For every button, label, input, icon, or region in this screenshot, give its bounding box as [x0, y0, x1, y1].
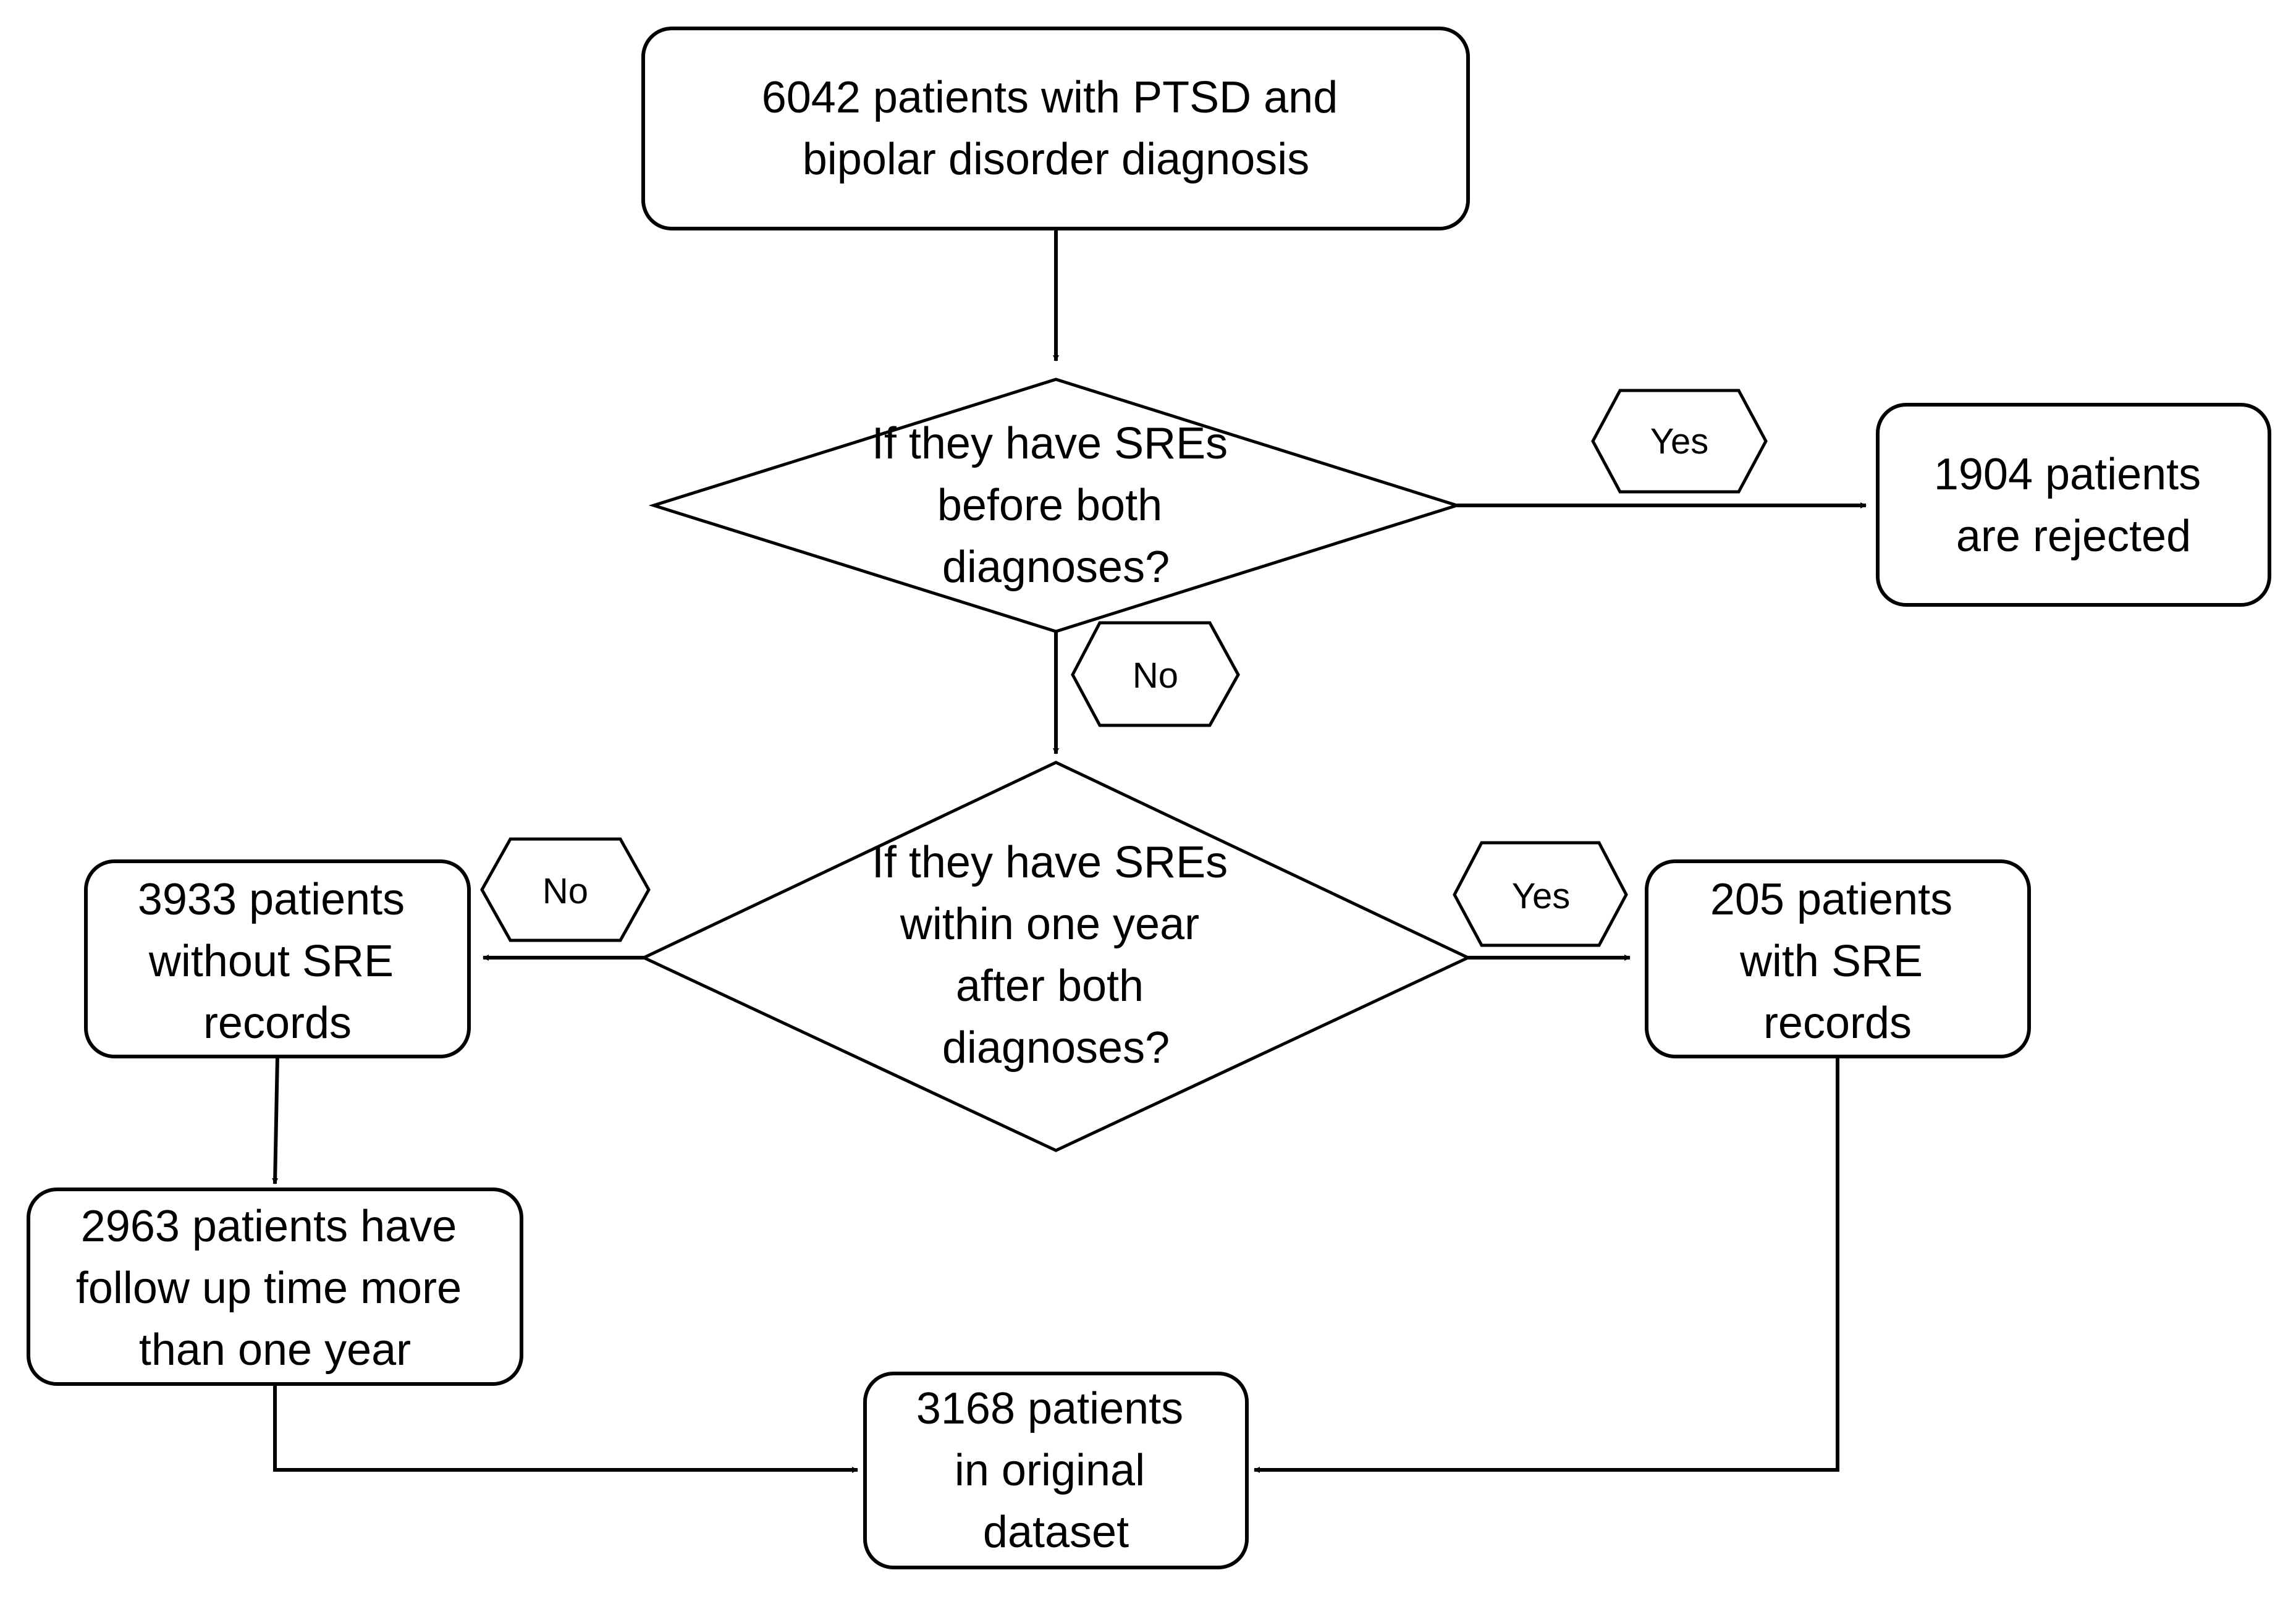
- original-line-2: in original: [955, 1446, 1145, 1495]
- edge-follow-up-to-original: [273, 1384, 858, 1473]
- label-before-yes: Yes: [1591, 389, 1768, 494]
- edge-without-sre-to-follow-up: [272, 1056, 279, 1184]
- decision-within-line-4: diagnoses?: [942, 1023, 1170, 1073]
- start-node: 6042 patients with PTSD and bipolar diso…: [641, 27, 1470, 230]
- decision-within-line-2: within one year: [900, 900, 1199, 949]
- with-sre-line-1: 205 patients: [1710, 875, 1952, 924]
- svg-text:If they have SREs before: If they have SREs before both diagnoses?: [872, 419, 1240, 592]
- svg-text:1904 patients are reject: 1904 patients are rejected: [1934, 450, 2213, 561]
- edges: [272, 230, 1867, 1473]
- decision-before-line-3: diagnoses?: [942, 542, 1170, 592]
- without-sre-node: 3933 patients without SRE records: [84, 859, 471, 1058]
- svg-text:3933 patients without SR: 3933 patients without SRE records: [138, 875, 417, 1048]
- decision-before-line-1: If they have SREs: [872, 419, 1228, 468]
- with-sre-node: 205 patients with SRE records: [1645, 859, 2031, 1058]
- start-node-line-2: bipolar disorder diagnosis: [803, 135, 1309, 184]
- label-within-no: No: [480, 837, 651, 942]
- start-node-line-1: 6042 patients with PTSD and: [762, 73, 1338, 122]
- original-dataset-node: 3168 patients in original dataset: [863, 1372, 1249, 1569]
- without-sre-line-1: 3933 patients: [138, 875, 405, 924]
- svg-text:2963 patients have follo: 2963 patients have follow up time more t…: [76, 1202, 474, 1375]
- follow-up-line-2: follow up time more: [76, 1264, 462, 1313]
- follow-up-line-1: 2963 patients have: [81, 1202, 457, 1251]
- with-sre-line-3: records: [1763, 998, 1912, 1048]
- decision-before-line-2: before both: [937, 481, 1162, 530]
- original-line-3: dataset: [983, 1508, 1129, 1557]
- label-before-yes-text: Yes: [1650, 421, 1709, 462]
- without-sre-line-2: without SRE: [148, 937, 394, 986]
- svg-text:If they have SREs within: If they have SREs within one year after …: [872, 838, 1240, 1073]
- svg-text:205 patients with SRE: 205 patients with SRE records: [1710, 875, 1965, 1048]
- label-within-yes: Yes: [1453, 841, 1628, 947]
- label-before-no-text: No: [1133, 656, 1178, 696]
- original-line-1: 3168 patients: [916, 1384, 1183, 1433]
- decision-before-node: If they have SREs before both diagnoses?: [648, 378, 1462, 633]
- decision-within-line-3: after both: [956, 961, 1144, 1011]
- svg-text:6042 patients with PTSD and: 6042 patients with PTSD and bipolar diso…: [762, 73, 1351, 184]
- edge-with-sre-to-original: [1254, 1057, 1839, 1473]
- decision-within-node: If they have SREs within one year after …: [640, 761, 1472, 1152]
- follow-up-node: 2963 patients have follow up time more t…: [27, 1188, 523, 1386]
- with-sre-line-2: with SRE: [1739, 937, 1923, 986]
- rejected-line-2: are rejected: [1956, 512, 2191, 561]
- rejected-line-1: 1904 patients: [1934, 450, 2201, 499]
- label-before-no: No: [1071, 621, 1240, 727]
- decision-within-line-1: If they have SREs: [872, 838, 1228, 887]
- without-sre-line-3: records: [203, 998, 352, 1048]
- label-within-no-text: No: [542, 871, 588, 911]
- svg-text:3168 patients in origina: 3168 patients in original dataset: [916, 1384, 1196, 1557]
- follow-up-line-3: than one year: [139, 1325, 411, 1375]
- label-within-yes-text: Yes: [1512, 876, 1571, 916]
- rejected-node: 1904 patients are rejected: [1876, 403, 2271, 607]
